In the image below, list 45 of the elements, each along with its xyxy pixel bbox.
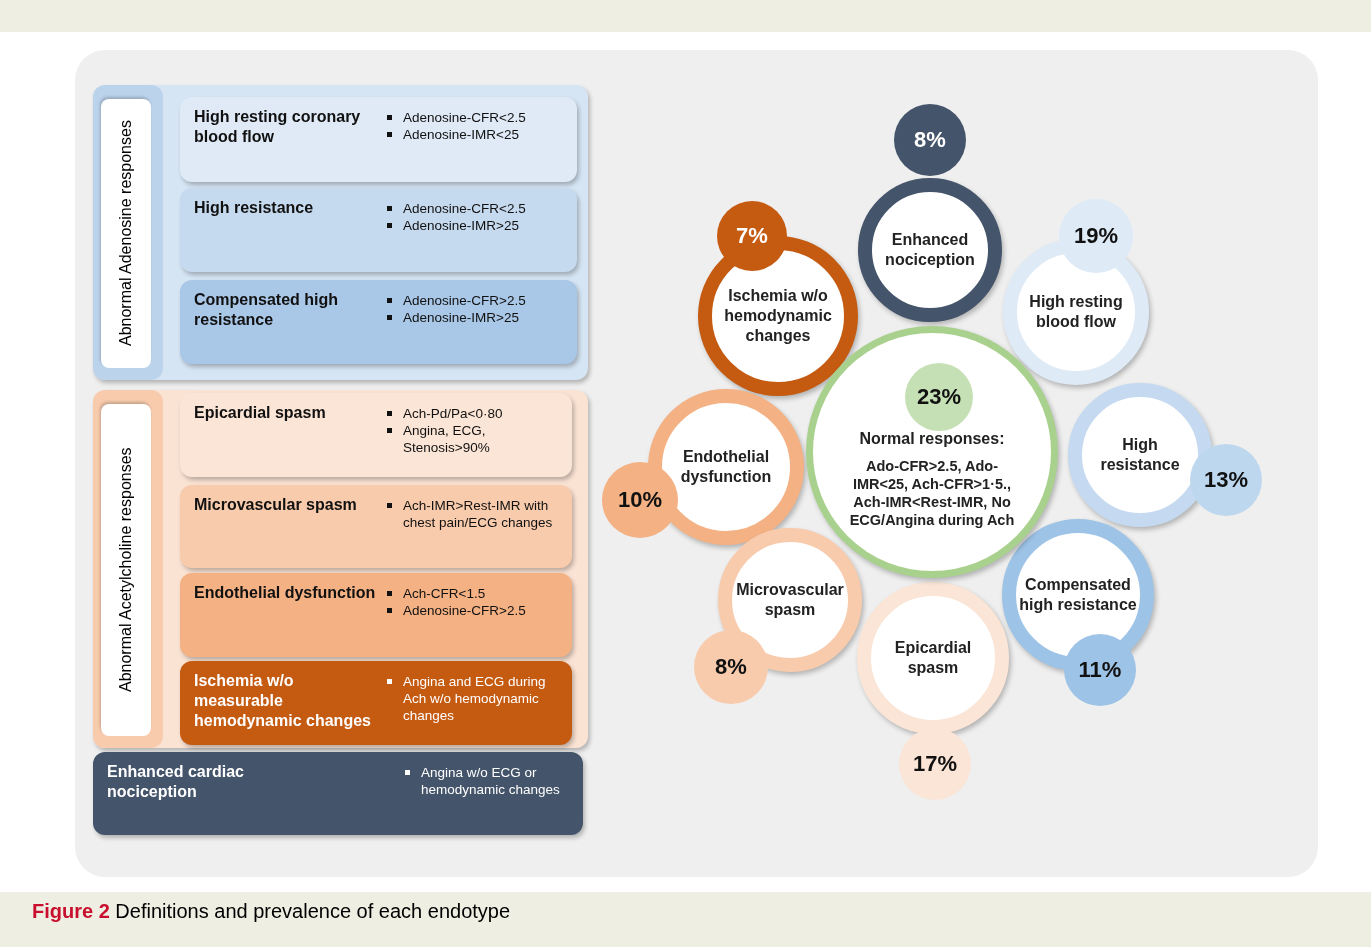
category-box (180, 393, 572, 477)
category-box (180, 573, 572, 657)
endotype-label: Enhanced nociception (884, 230, 976, 270)
endotype-label: Compensated high resistance (1019, 575, 1137, 615)
category-title: Microvascular spasm (194, 495, 358, 515)
category-box (180, 97, 577, 182)
category-title: Ischemia w/o measurable hemodynamic changes (194, 671, 372, 731)
group-panel (93, 85, 588, 380)
endotype-label: High resistance (1099, 435, 1181, 475)
category-title: Compensated high resistance (194, 290, 339, 330)
category-title: High resistance (194, 198, 315, 218)
category-title: Endothelial dysfunction (194, 583, 377, 603)
category-box (180, 485, 572, 568)
figure-caption: Figure 2 Definitions and prevalence of each endotype (32, 900, 512, 923)
criterion-text: Ach-IMR>Rest-IMR with chest pain/ECG changes (403, 498, 553, 530)
criterion-text: Angina and ECG during Ach w/o hemodynamic changes (403, 674, 546, 723)
criterion-text: Ach-CFR<1.5 (403, 586, 486, 601)
endotype-label: Epicardial spasm (893, 638, 973, 678)
vertical-label: Abnormal Adenosine responses (101, 99, 151, 368)
criterion-text: Adenosine-IMR>25 (403, 310, 519, 325)
category-title: Epicardial spasm (194, 403, 327, 423)
category-box (93, 752, 583, 835)
endotype-label: High resting blood flow (1028, 292, 1124, 332)
criterion-text: Adenosine-IMR>25 (403, 218, 519, 233)
category-title: High resting coronary blood flow (194, 107, 362, 147)
group-panel (93, 390, 588, 748)
criteria-text: Ado-CFR>2.5, Ado-IMR<25, Ach-CFR>1·5., Ach-IMR<Rest-IMR, No ECG/Angina during Ach (848, 457, 1016, 529)
category-box (180, 661, 572, 745)
endotype-label: Endothelial dysfunction (679, 447, 773, 487)
circle-heading: Normal responses: (858, 429, 1006, 449)
percentage-badge: 23% (905, 363, 973, 431)
criterion-text: Ach-Pd/Pa<0·80 (403, 406, 503, 421)
criterion-text: Angina w/o ECG or hemodynamic changes (421, 765, 560, 797)
criterion-text: Adenosine-CFR>2.5 (403, 293, 526, 308)
endotype-label: Ischemia w/o hemodynamic changes (723, 286, 833, 346)
category-box (180, 188, 577, 272)
category-box (180, 280, 577, 364)
criterion-text: Adenosine-CFR<2.5 (403, 110, 526, 125)
criterion-text: Angina, ECG, Stenosis>90% (403, 423, 490, 455)
criterion-text: Adenosine-CFR>2.5 (403, 603, 526, 618)
criterion-text: Adenosine-IMR<25 (403, 127, 519, 142)
criterion-text: Adenosine-CFR<2.5 (403, 201, 526, 216)
endotype-label: Microvascular spasm (735, 580, 845, 620)
category-title: Enhanced cardiac nociception (107, 762, 245, 802)
vertical-label: Abnormal Acetylcholine responses (101, 404, 151, 736)
